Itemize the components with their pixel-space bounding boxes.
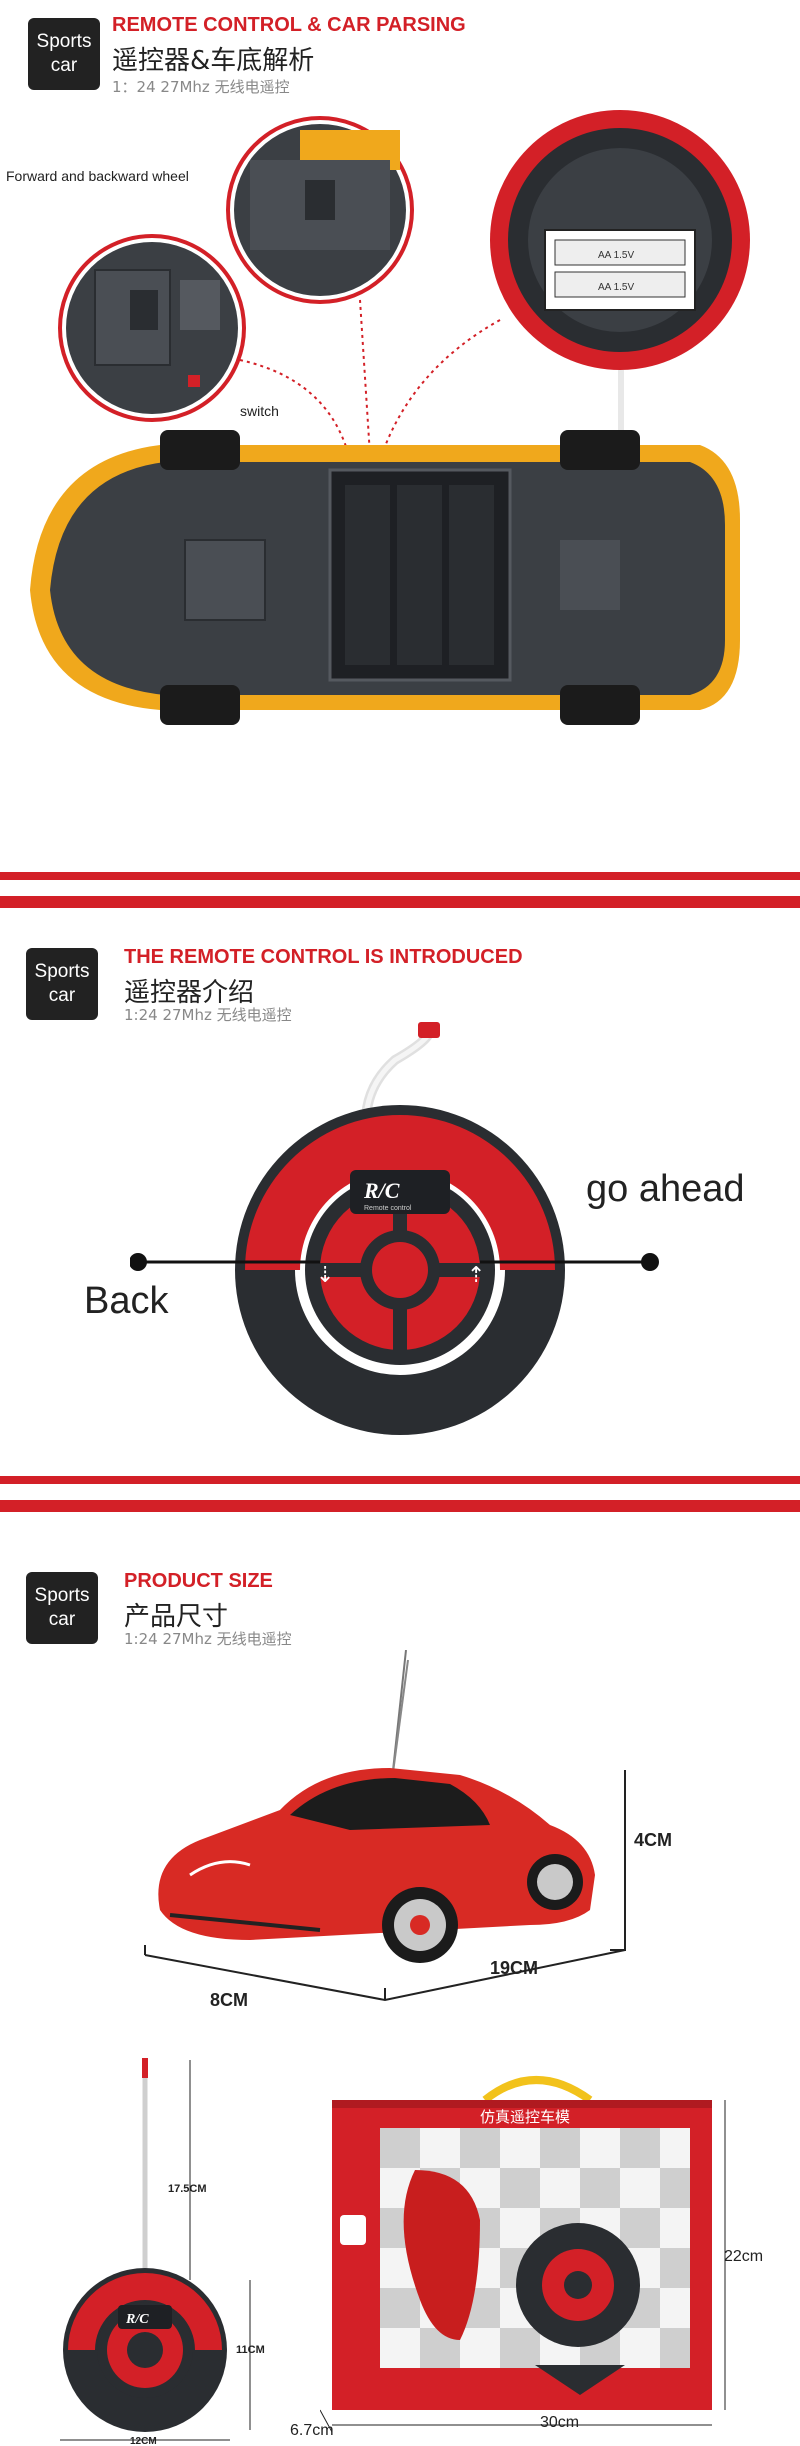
remote-width-dim: 12CM xyxy=(130,2436,157,2446)
remote-size-illustration: R/C xyxy=(60,2058,251,2441)
badge3-line2: car xyxy=(48,1609,76,1630)
section3-title-en: PRODUCT SIZE xyxy=(124,1570,273,1592)
car-chassis xyxy=(30,430,740,725)
chassis-detail-callout xyxy=(226,116,414,304)
box-depth-dim: 6.7cm xyxy=(290,2422,334,2439)
dim-width: 8CM xyxy=(210,1990,249,2010)
sports-car-badge-3: Sports car xyxy=(26,1572,98,1644)
car-underside-illustration: AA 1.5V AA 1.5V xyxy=(30,110,750,725)
badge2-line1: Sports xyxy=(34,961,90,982)
label-go-ahead: go ahead xyxy=(586,1168,745,1210)
box-height-dim: 22cm xyxy=(724,2248,764,2265)
svg-text:⇣: ⇣ xyxy=(316,1263,334,1288)
badge-line1: Sports xyxy=(36,31,92,52)
car-size-illustration xyxy=(144,1650,626,2002)
section1-subtitle: 1：24 27Mhz 无线电遥控 xyxy=(112,78,290,96)
svg-text:⇡: ⇡ xyxy=(467,1263,485,1288)
battery-label-1: AA 1.5V xyxy=(598,250,634,261)
section3-title-cn: 产品尺寸 xyxy=(124,1602,229,1632)
box-title: 仿真遥控车模 xyxy=(480,2108,570,2126)
rc-sub: Remote control xyxy=(364,1205,412,1212)
label-back: Back xyxy=(84,1280,169,1322)
rc-logo: R/C xyxy=(363,1178,400,1203)
section2-title-cn: 遥控器介绍 xyxy=(124,978,255,1008)
separator-band-1b xyxy=(0,896,800,908)
badge-line2: car xyxy=(50,55,78,76)
remote-control-front: R/C Remote control ⇣ ⇡ xyxy=(130,1022,659,1435)
box-width-dim: 30cm xyxy=(540,2414,580,2431)
sports-car-badge-2: Sports car xyxy=(26,948,98,1020)
separator-band-2a xyxy=(0,1476,800,1484)
sports-car-badge: Sports car xyxy=(28,18,100,90)
section2-title-en: THE REMOTE CONTROL IS INTRODUCED xyxy=(124,946,523,968)
battery-label-2: AA 1.5V xyxy=(598,282,634,293)
remote-control-back: AA 1.5V AA 1.5V xyxy=(490,110,750,430)
label-switch: switch xyxy=(240,403,279,419)
section2-subtitle: 1:24 27Mhz 无线电遥控 xyxy=(124,1006,292,1024)
dim-length: 19CM xyxy=(490,1958,539,1978)
section3-subtitle: 1:24 27Mhz 无线电遥控 xyxy=(124,1630,292,1648)
section1-title-en: REMOTE CONTROL & CAR PARSING xyxy=(112,14,466,36)
remote-antenna-dim: 17.5CM xyxy=(168,2183,207,2195)
separator-band-1a xyxy=(0,872,800,880)
wheel-detail-callout xyxy=(58,234,246,422)
section1-title-cn: 遥控器&车底解析 xyxy=(112,46,315,76)
badge3-line1: Sports xyxy=(34,1585,90,1606)
box-size-illustration: 仿真遥控车模 xyxy=(320,2076,726,2433)
rc-logo-small: R/C xyxy=(125,2312,149,2327)
label-forward-backward-wheel: Forward and backward wheel xyxy=(6,168,189,184)
dim-height: 4CM xyxy=(634,1830,673,1850)
separator-band-2b xyxy=(0,1500,800,1512)
badge2-line2: car xyxy=(48,985,76,1006)
remote-height-dim: 11CM xyxy=(236,2344,265,2356)
